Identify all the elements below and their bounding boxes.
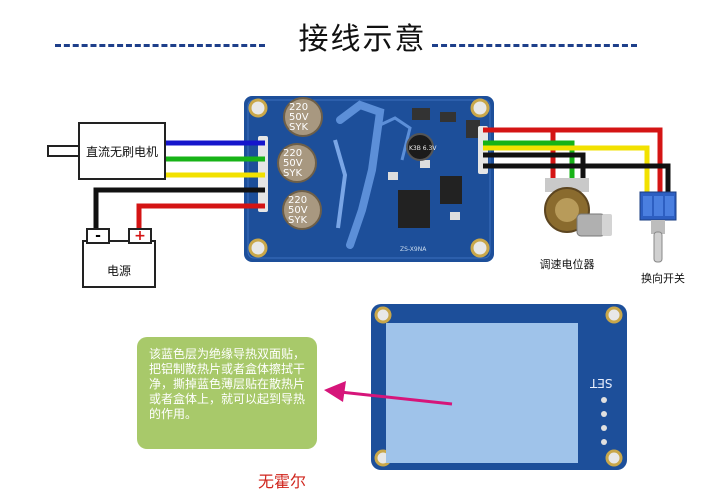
capacitor-2-text-1: 220: [283, 148, 302, 159]
power-positive-terminal: +: [128, 228, 152, 244]
direction-switch: [639, 191, 677, 263]
no-hall-label: 无霍尔: [258, 472, 307, 491]
capacitor-2-text-3: SYK: [283, 168, 302, 179]
power-negative-terminal: -: [86, 228, 110, 244]
motor-label: 直流无刷电机: [85, 144, 158, 159]
note-box: 该蓝色层为绝缘导热双面贴，把铝制散热片或者盒体擦拭干净，撕掉蓝色薄层贴在散热片或…: [137, 337, 317, 449]
capacitor-3-text-3: SYK: [288, 215, 307, 226]
wire-power-positive: [136, 203, 265, 232]
thermal-pad: [386, 323, 578, 463]
capacitor-1-text-2: 50V: [289, 112, 309, 123]
capacitor-3-text-2: 50V: [288, 205, 308, 216]
arrow-head: [324, 381, 346, 402]
controller-board: [244, 96, 494, 262]
title-divider-right: [432, 44, 637, 47]
power-supply: [82, 240, 156, 288]
capacitor-3-text-1: 220: [288, 195, 307, 206]
switch-label: 换向开关: [641, 272, 685, 285]
capacitor-1-text-1: 220: [289, 102, 308, 113]
board-set-text: SET: [590, 376, 613, 390]
capacitor-1: [283, 97, 323, 137]
motor-shaft: [47, 145, 80, 157]
potentiometer-label: 调速电位器: [539, 258, 595, 271]
wire-switch-red: [483, 127, 663, 192]
title-divider-left: [55, 44, 265, 47]
board-brand: ZS-X9NA: [400, 246, 427, 253]
small-capacitor-text: K3B 6.3V: [409, 145, 437, 152]
arrow-line: [339, 390, 453, 406]
page-title: 接线示意: [298, 22, 427, 57]
wire-power-negative: [93, 187, 265, 232]
capacitor-1-text-3: SYK: [289, 122, 308, 133]
motor-box: 直流无刷电机: [78, 122, 166, 180]
wire-pot-black: [483, 152, 586, 178]
capacitor-2: [277, 143, 317, 183]
capacitor-3: [282, 190, 322, 230]
wire-switch-yellow: [483, 145, 650, 192]
wire-switch-black: [483, 163, 671, 192]
power-label: 电源: [106, 264, 131, 278]
potentiometer: [544, 178, 612, 237]
note-text: 该蓝色层为绝缘导热双面贴，把铝制散热片或者盒体擦拭干净，撕掉蓝色薄层贴在散热片或…: [149, 347, 306, 421]
capacitor-2-text-2: 50V: [283, 158, 303, 169]
